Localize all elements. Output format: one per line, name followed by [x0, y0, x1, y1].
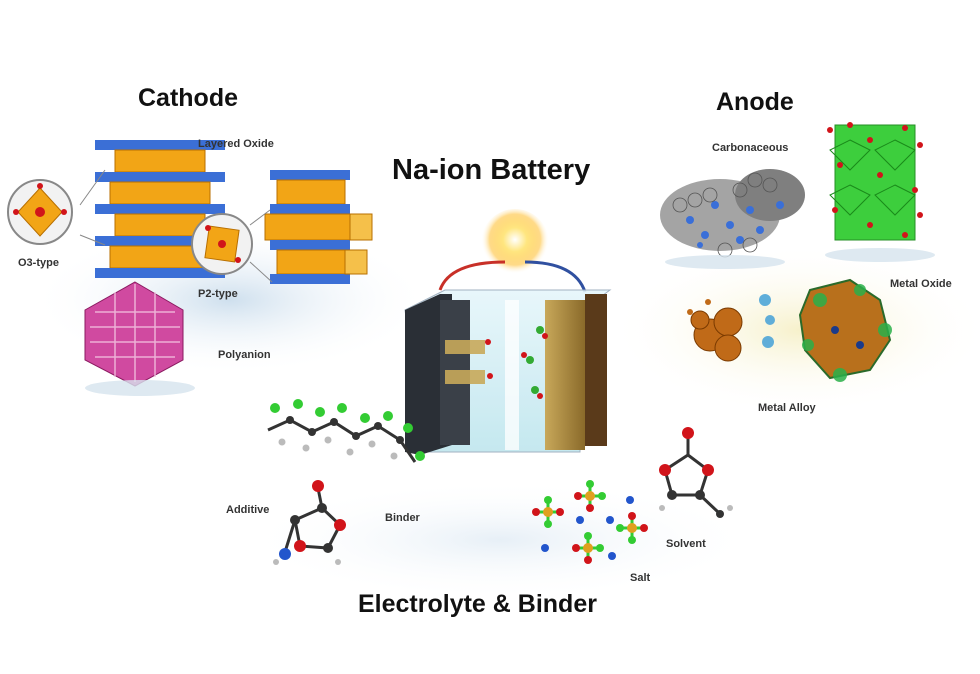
- solvent-label: Solvent: [666, 538, 706, 550]
- p2-type-zoom-circle: [191, 209, 273, 283]
- additive-label: Additive: [226, 504, 270, 516]
- p2-type-label: P2-type: [198, 288, 238, 300]
- metal-oxide-label: Metal Oxide: [890, 278, 952, 290]
- battery-cell: [404, 209, 612, 455]
- p2-layered-oxide-stack: [264, 170, 373, 284]
- solvent-molecule: [659, 427, 733, 518]
- salt-label: Salt: [630, 572, 651, 584]
- anode-heading: Anode: [716, 88, 794, 116]
- metal-oxide-structure: [827, 122, 923, 241]
- binder-polymer-chain: [267, 399, 425, 463]
- layered-oxide-label: Layered Oxide: [198, 138, 274, 150]
- light-bulb-glow: [481, 209, 549, 277]
- cathode-heading: Cathode: [138, 84, 238, 112]
- metal-alloy-structure: [687, 278, 892, 382]
- additive-molecule: [273, 480, 346, 565]
- metal-alloy-label: Metal Alloy: [758, 402, 816, 414]
- o3-type-label: O3-type: [18, 257, 59, 269]
- binder-label: Binder: [385, 512, 420, 524]
- polyanion-crystal: [84, 281, 184, 387]
- carbonaceous-label: Carbonaceous: [712, 142, 789, 154]
- polyanion-label: Polyanion: [218, 349, 271, 361]
- carbonaceous-structure: [660, 169, 805, 258]
- electrolyte-background-glow: [240, 480, 760, 600]
- diagram-title: Na-ion Battery: [392, 154, 591, 186]
- salt-ions: [532, 480, 648, 564]
- o3-type-zoom-circle: [7, 169, 106, 246]
- electrolyte-binder-heading: Electrolyte & Binder: [358, 590, 597, 618]
- anode-background-glow: [610, 245, 980, 415]
- o3-layered-oxide-stack: [95, 140, 225, 278]
